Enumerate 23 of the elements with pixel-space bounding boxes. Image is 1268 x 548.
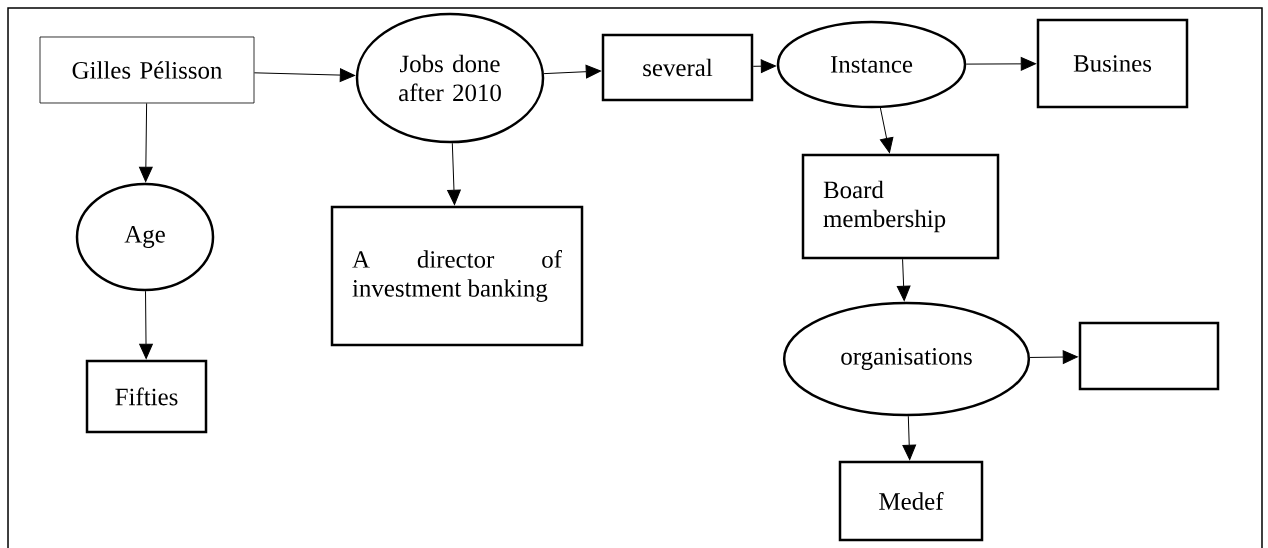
process-box: Busines: [1036, 18, 1189, 109]
arrow: [1029, 350, 1078, 364]
arrow: [896, 258, 911, 301]
process-box: Board membership: [801, 153, 1000, 260]
ellipse-node: organisations: [782, 301, 1031, 417]
arrow: [752, 59, 777, 74]
arrow: [253, 68, 356, 82]
ellipse-node: Instance: [776, 20, 967, 109]
arrow: [543, 64, 601, 79]
ellipse-node: Age: [75, 182, 215, 292]
process-box: several: [601, 33, 754, 102]
arrow: [447, 142, 461, 205]
process-box: A director of investment banking: [330, 205, 584, 347]
arrow: [902, 415, 917, 460]
arrow: [139, 102, 153, 182]
process-box: Gilles Pélisson: [39, 36, 255, 104]
process-box: [1078, 321, 1220, 391]
ellipse-node: Jobs done after 2010: [355, 12, 545, 144]
arrow: [139, 290, 153, 359]
arrow: [965, 57, 1036, 71]
process-box: Fifties: [85, 359, 208, 434]
arrow: [879, 107, 894, 153]
process-box: Medef: [838, 460, 984, 542]
